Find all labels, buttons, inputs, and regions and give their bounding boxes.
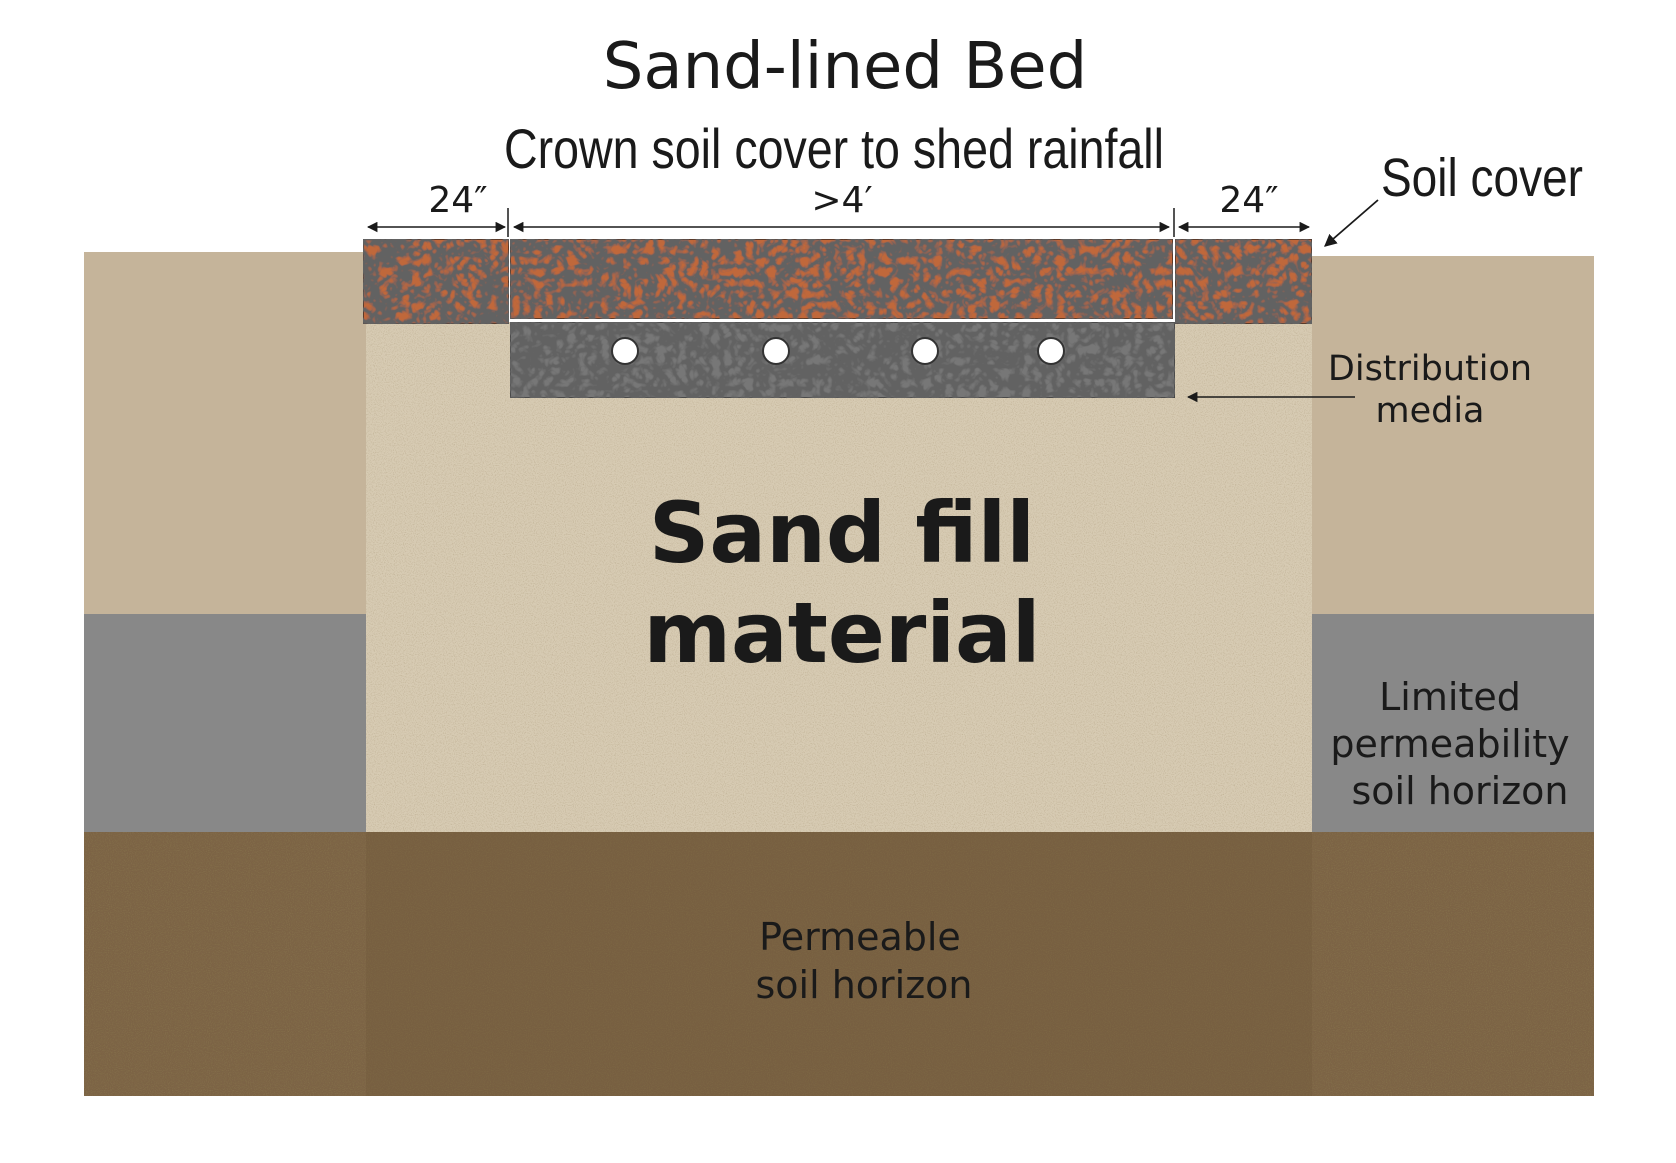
limited-horizon-label-line2: permeability [1330, 722, 1569, 766]
limited-horizon-right [1312, 614, 1594, 832]
soil-cover-center [509, 238, 1174, 320]
limited-horizon-left [84, 614, 366, 832]
limited-horizon-label-line1: Limited [1379, 675, 1521, 719]
permeable-horizon-label-line2: soil horizon [755, 963, 972, 1007]
distribution-pipe [1037, 337, 1065, 365]
permeable-horizon-center-shade [366, 832, 1312, 1096]
distribution-media-label-line1: Distribution [1328, 349, 1532, 389]
diagram-subtitle: Crown soil cover to shed rainfall [504, 117, 1164, 180]
distribution-media-label-line2: media [1375, 391, 1484, 431]
native-soil-left [84, 252, 366, 614]
distribution-pipe [611, 337, 639, 365]
limited-horizon-label-line3: soil horizon [1351, 769, 1568, 813]
native-soil-right [1312, 256, 1594, 614]
sand-fill [366, 322, 1312, 832]
dimension-label-center: >4′ [811, 180, 872, 221]
sand-fill-label-line2: material [643, 584, 1040, 682]
permeable-horizon-label-line1: Permeable [759, 915, 961, 959]
soil-cover-leader [1324, 199, 1379, 247]
dimension-label-right: 24″ [1219, 180, 1278, 221]
soil-cover-right [1174, 238, 1313, 325]
distribution-pipe [911, 337, 939, 365]
distribution-pipe [762, 337, 790, 365]
dimension-label-left: 24″ [428, 180, 487, 221]
permeable-horizon [84, 832, 1594, 1096]
soil-cover-label: Soil cover [1381, 148, 1583, 208]
distribution-media [509, 321, 1176, 399]
soil-cover-left [362, 238, 510, 325]
sand-fill-label-line1: Sand fill [649, 484, 1035, 582]
diagram-title: Sand-lined Bed [603, 30, 1088, 104]
